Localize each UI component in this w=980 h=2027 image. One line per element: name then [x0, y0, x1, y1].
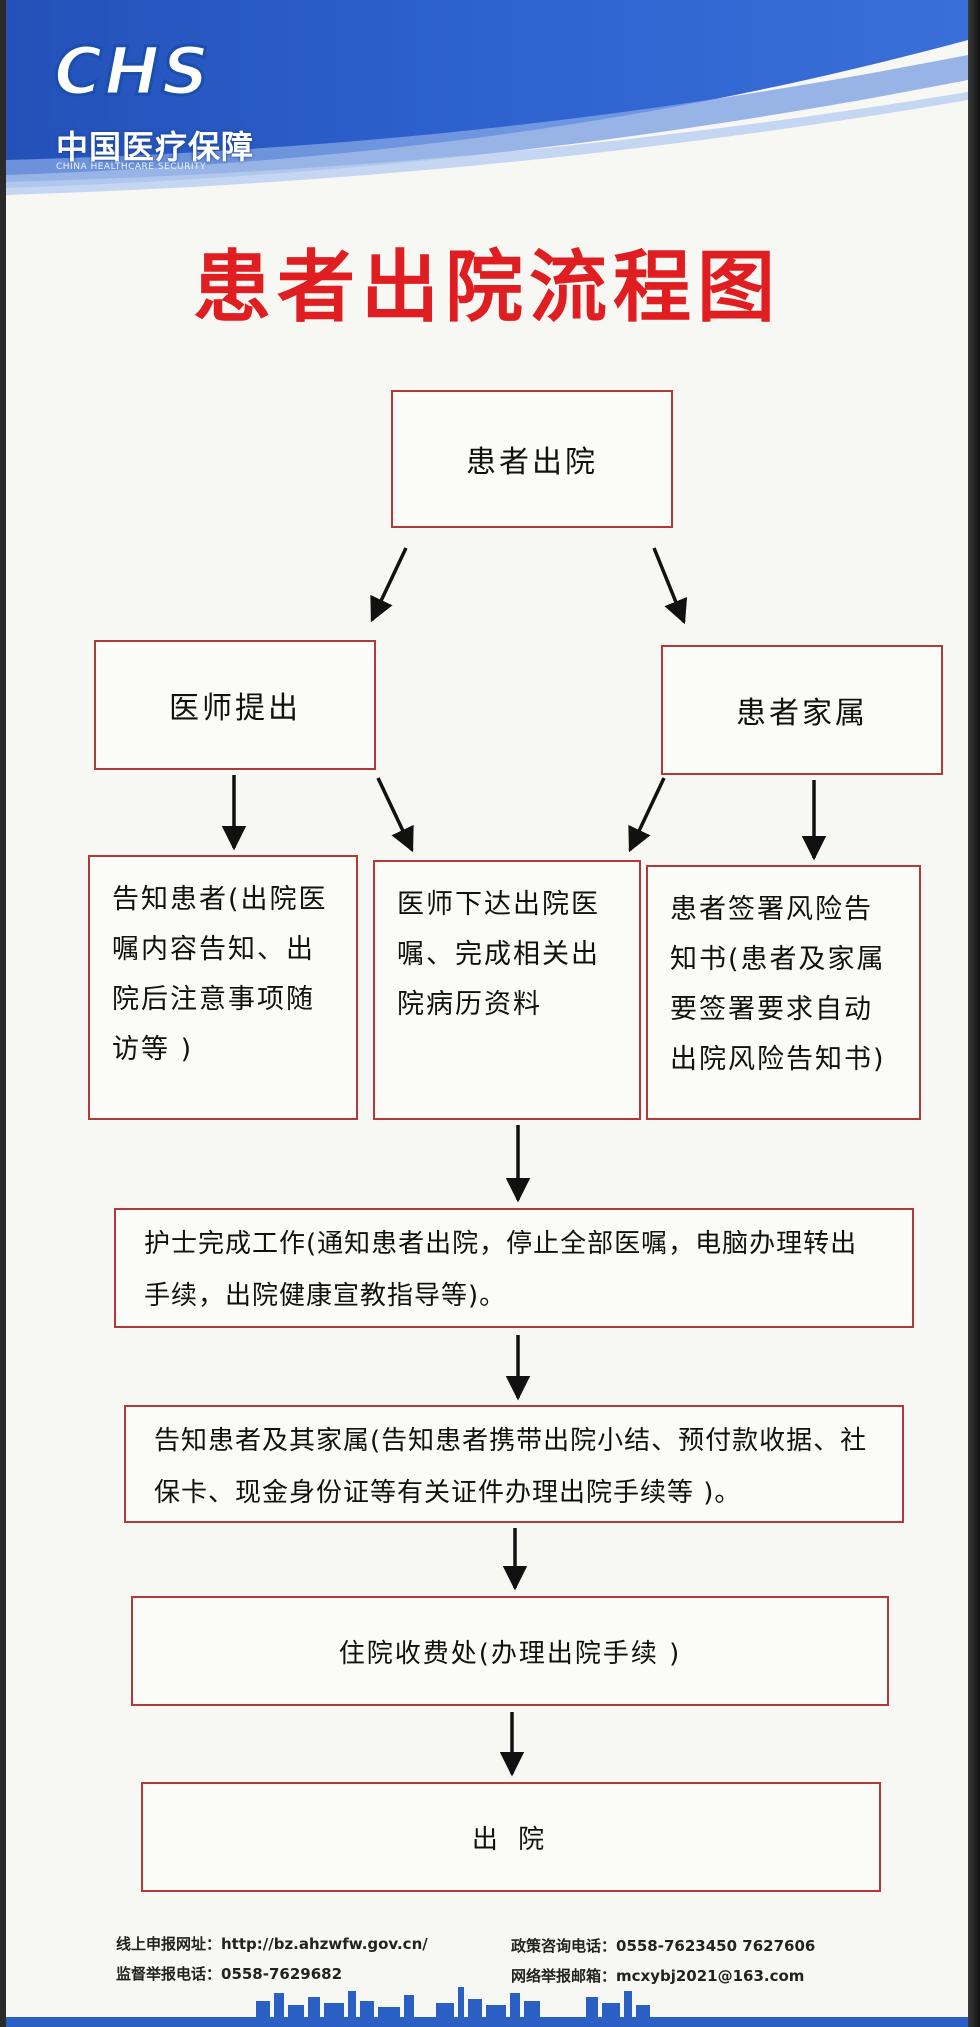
- step-notify-patient: 告知患者(出院医嘱内容告知、出院后注意事项随访等 ): [88, 855, 358, 1120]
- footer: 线上申报网址：http://bz.ahzwfw.gov.cn/ 监督举报电话：0…: [6, 1905, 968, 2027]
- arrow-diagonal-icon: [376, 777, 414, 853]
- step-nurse-tasks: 护士完成工作(通知患者出院，停止全部医嘱，电脑办理转出手续，出院健康宣教指导等)…: [114, 1208, 914, 1328]
- arrow-diagonal-icon: [628, 777, 666, 853]
- step-billing-office: 住院收费处(办理出院手续 ): [131, 1596, 889, 1706]
- logo-en-text: CHINA HEALTHCARE SECURITY: [56, 162, 207, 172]
- step-doctor-orders: 医师下达出院医嘱、完成相关出院病历资料: [373, 860, 641, 1120]
- step-patient-discharge: 患者出院: [391, 390, 673, 528]
- step-discharge: 出 院: [141, 1782, 881, 1892]
- stand-pole-left: [0, 0, 6, 2027]
- logo-mark: CHS: [52, 32, 212, 112]
- page-title: 患者出院流程图: [192, 243, 781, 333]
- policy-phone: 政策咨询电话：0558-7623450 7627606: [511, 1937, 816, 1955]
- header-band: [6, 0, 968, 215]
- poster: CHS 中国医疗保障 CHINA HEALTHCARE SECURITY 患者出…: [6, 0, 968, 2027]
- stand-pole-right: [968, 0, 980, 2027]
- supervise-phone: 监督举报电话：0558-7629682: [116, 1965, 343, 1983]
- step-notify-family: 告知患者及其家属(告知患者携带出院小结、预付款收据、社保卡、现金身份证等有关证件…: [124, 1405, 904, 1523]
- online-report-url: 线上申报网址：http://bz.ahzwfw.gov.cn/: [116, 1935, 428, 1953]
- logo-cn-text: 中国医疗保障: [56, 128, 255, 166]
- step-doctor-proposes: 医师提出: [94, 640, 376, 770]
- city-skyline-graphic: [6, 1987, 968, 2027]
- arrow-diagonal-icon: [652, 547, 688, 625]
- step-risk-signing: 患者签署风险告知书(患者及家属要签署要求自动出院风险告知书): [646, 865, 921, 1120]
- arrow-diagonal-icon: [370, 547, 408, 623]
- chs-logo: CHS 中国医疗保障 CHINA HEALTHCARE SECURITY: [52, 32, 255, 173]
- step-patient-family: 患者家属: [661, 645, 943, 775]
- report-email: 网络举报邮箱：mcxybj2021@163.com: [511, 1967, 805, 1985]
